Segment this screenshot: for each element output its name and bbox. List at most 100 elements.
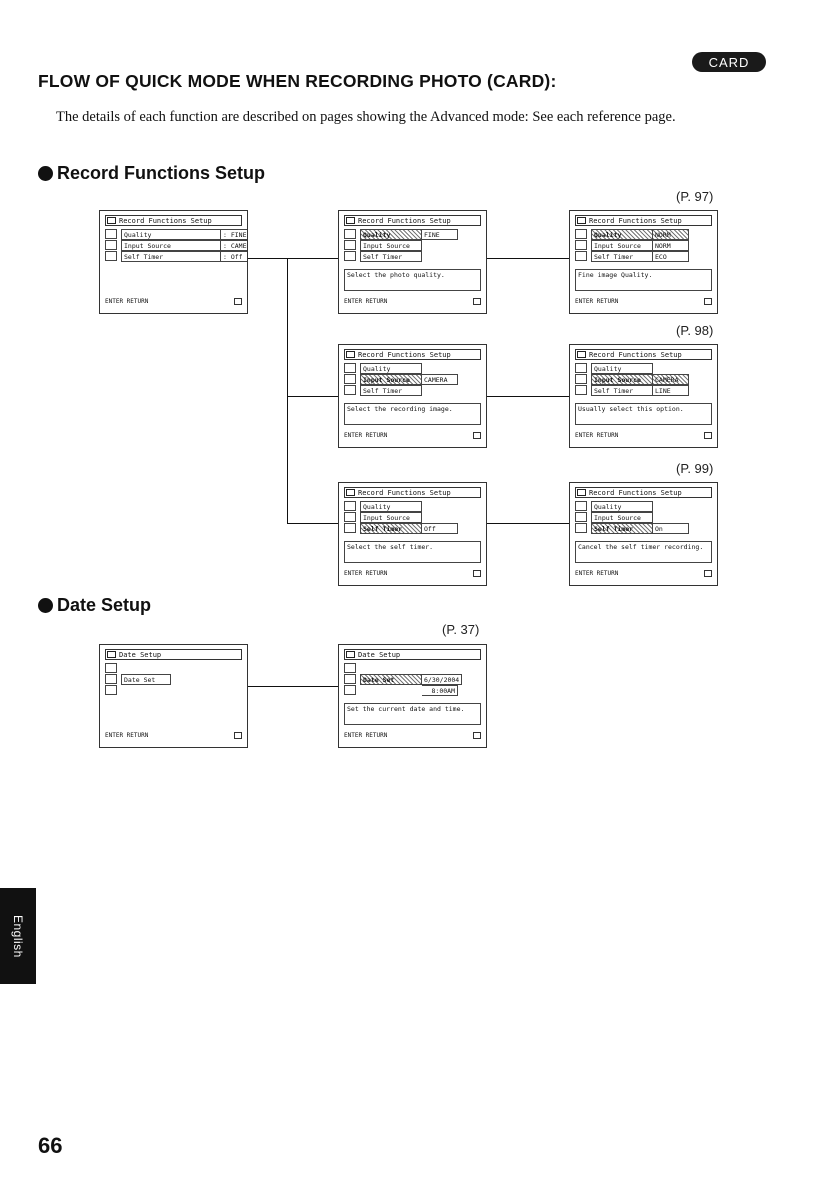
screen-title: Record Functions Setup bbox=[358, 489, 451, 497]
screen-footer: ENTER RETURN bbox=[344, 569, 481, 579]
record-icon bbox=[575, 501, 587, 511]
connector bbox=[487, 396, 569, 397]
screen-footer: ENTER RETURN bbox=[344, 731, 481, 741]
page-icon bbox=[234, 732, 242, 739]
setup-icon bbox=[344, 512, 356, 522]
setup-icon bbox=[344, 674, 356, 684]
tool-icon bbox=[575, 523, 587, 533]
camera-icon bbox=[577, 217, 586, 224]
section-date-heading: Date Setup bbox=[38, 595, 151, 616]
screen-date-setup-main: Date Setup Date Set ENTER RETURN bbox=[99, 644, 248, 748]
connector bbox=[487, 258, 569, 259]
help-text: Cancel the self timer recording. bbox=[575, 541, 712, 563]
camera-icon bbox=[346, 489, 355, 496]
tool-icon bbox=[344, 385, 356, 395]
page-icon bbox=[704, 298, 712, 305]
ref-p99: (P. 99) bbox=[676, 461, 714, 476]
screen-title: Date Setup bbox=[358, 651, 401, 659]
screen-footer: ENTER RETURN bbox=[344, 297, 481, 307]
screen-footer: ENTER RETURN bbox=[344, 431, 481, 441]
section-record-heading: Record Functions Setup bbox=[38, 163, 265, 184]
menu-row: Self Timer bbox=[360, 385, 458, 396]
record-icon bbox=[344, 663, 356, 673]
menu-icons bbox=[575, 229, 589, 262]
page-number: 66 bbox=[38, 1133, 63, 1158]
page-icon bbox=[704, 432, 712, 439]
connector bbox=[287, 523, 338, 524]
record-icon bbox=[344, 229, 356, 239]
tool-icon bbox=[575, 385, 587, 395]
menu-row: Quality bbox=[591, 501, 689, 512]
screen-record-functions-main: Record Functions Setup Quality: FINE Inp… bbox=[99, 210, 248, 314]
menu-row: Input Source bbox=[360, 240, 458, 251]
connector bbox=[287, 396, 338, 397]
connector bbox=[248, 258, 338, 259]
ref-p98: (P. 98) bbox=[676, 323, 714, 338]
menu-row: Self Timer: Off bbox=[121, 251, 247, 262]
page-icon bbox=[704, 570, 712, 577]
record-icon bbox=[105, 663, 117, 673]
bullet-icon bbox=[38, 166, 53, 181]
page-icon bbox=[473, 432, 481, 439]
screen-title: Record Functions Setup bbox=[589, 489, 682, 497]
ref-p37: (P. 37) bbox=[442, 622, 480, 637]
bullet-icon bbox=[38, 598, 53, 613]
screen-self-timer-options: Record Functions Setup Quality Input Sou… bbox=[569, 482, 718, 586]
screen-title: Date Setup bbox=[119, 651, 162, 659]
camera-icon bbox=[346, 351, 355, 358]
screen-footer: ENTER RETURN bbox=[575, 569, 712, 579]
menu-row: Input Source bbox=[591, 512, 689, 523]
intro-text: The details of each function are describ… bbox=[56, 109, 676, 125]
camera-icon bbox=[346, 217, 355, 224]
record-icon bbox=[575, 229, 587, 239]
tool-icon bbox=[344, 251, 356, 261]
connector bbox=[287, 258, 288, 524]
screen-title: Record Functions Setup bbox=[119, 217, 212, 225]
screen-footer: ENTER RETURN bbox=[575, 297, 712, 307]
menu-row: Input Source bbox=[360, 512, 458, 523]
setup-icon bbox=[105, 674, 117, 684]
menu-icons bbox=[575, 363, 589, 396]
setup-icon bbox=[575, 512, 587, 522]
setup-icon bbox=[575, 240, 587, 250]
screen-input-source-options: Record Functions Setup Quality Input Sou… bbox=[569, 344, 718, 448]
camera-icon bbox=[107, 217, 116, 224]
tool-icon bbox=[105, 251, 117, 261]
menu-row: 8:00AM bbox=[360, 685, 462, 696]
help-text: Select the recording image. bbox=[344, 403, 481, 425]
connector bbox=[487, 523, 569, 524]
screen-title: Record Functions Setup bbox=[358, 351, 451, 359]
menu-icons bbox=[344, 663, 358, 696]
screen-title: Record Functions Setup bbox=[358, 217, 451, 225]
record-icon bbox=[344, 363, 356, 373]
menu-icons bbox=[105, 229, 119, 262]
language-tab: English bbox=[0, 888, 36, 984]
menu-row: Input Source: CAMERA bbox=[121, 240, 247, 251]
record-icon bbox=[105, 229, 117, 239]
menu-row: Quality: FINE bbox=[121, 229, 247, 240]
page-title: FLOW OF QUICK MODE WHEN RECORDING PHOTO … bbox=[38, 71, 557, 91]
screen-title: Record Functions Setup bbox=[589, 351, 682, 359]
camera-icon bbox=[577, 351, 586, 358]
screen-footer: ENTER RETURN bbox=[105, 731, 242, 741]
camera-icon bbox=[107, 651, 116, 658]
connector bbox=[248, 686, 338, 687]
page-icon bbox=[473, 570, 481, 577]
menu-row: Date Set bbox=[121, 674, 171, 685]
menu-icons bbox=[105, 663, 119, 696]
page-icon bbox=[473, 298, 481, 305]
menu-icons bbox=[344, 363, 358, 396]
screen-footer: ENTER RETURN bbox=[105, 297, 242, 307]
card-badge: CARD bbox=[692, 52, 766, 72]
help-text: Select the photo quality. bbox=[344, 269, 481, 291]
help-text: Usually select this option. bbox=[575, 403, 712, 425]
menu-row: Quality bbox=[360, 501, 458, 512]
